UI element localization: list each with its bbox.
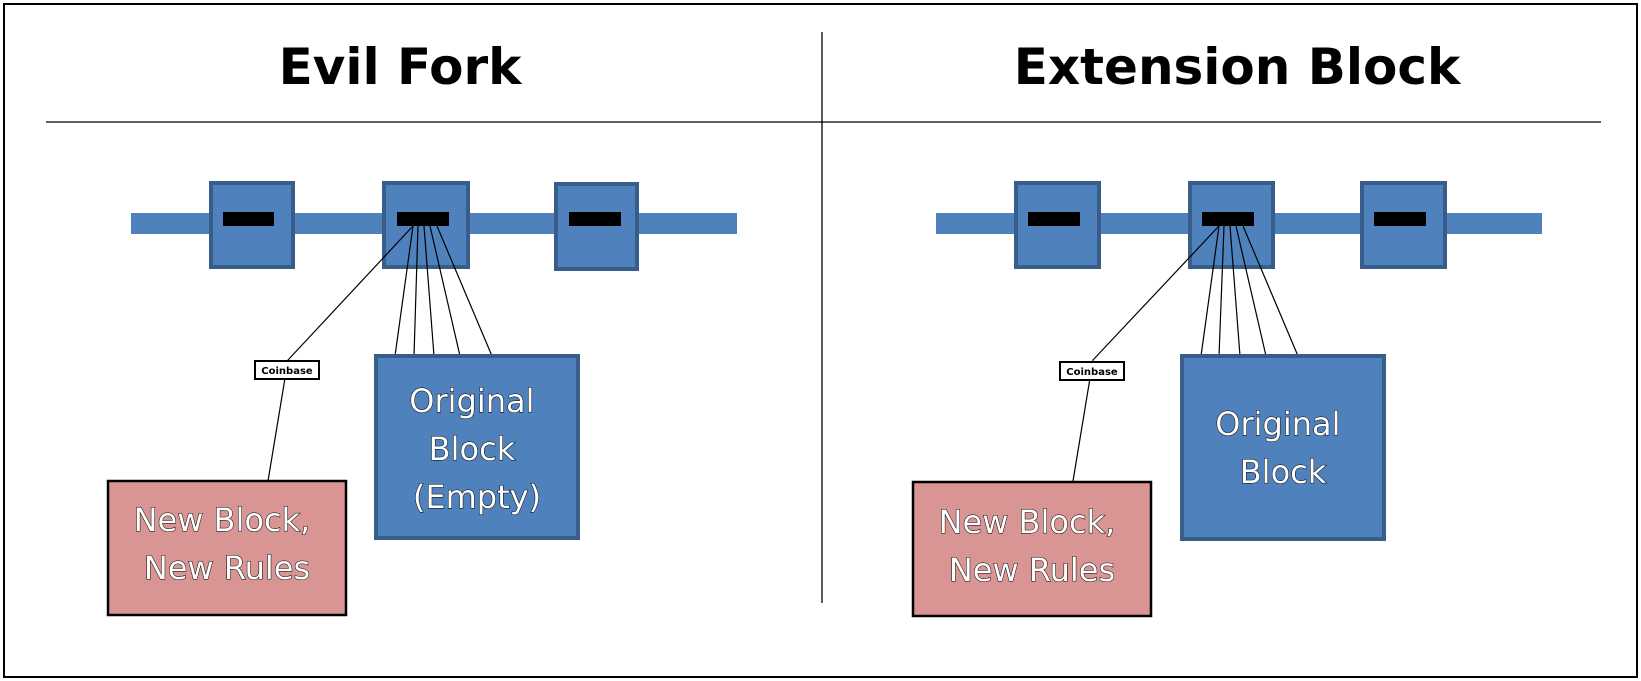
new-block <box>911 480 1153 618</box>
coinbase-label: Coinbase <box>261 366 313 377</box>
panel-evil-fork: Evil Fork Coinbase Original Block (Empty… <box>106 38 737 617</box>
new-block-text: New Block, New Rules <box>939 503 1126 589</box>
block-header-3 <box>569 212 621 226</box>
panel-title: Evil Fork <box>279 38 524 96</box>
block-header-1 <box>223 212 274 226</box>
new-block-text: New Block, New Rules <box>134 501 321 587</box>
block-header-1 <box>1028 212 1080 226</box>
panel-extension-block: Extension Block Coinbase Original Block … <box>911 38 1542 618</box>
original-block <box>374 354 580 540</box>
block-header-3 <box>1374 212 1426 226</box>
tx-link-lines <box>394 225 493 357</box>
coinbase-label-box <box>254 360 320 380</box>
coinbase-label-box <box>1059 361 1125 381</box>
coinbase-link-line <box>1072 225 1220 482</box>
original-block-text: Original Block (Empty) <box>409 382 544 516</box>
block-header-2 <box>1202 212 1254 226</box>
tx-link-lines <box>1200 225 1299 357</box>
original-block-text: Original Block <box>1215 405 1350 491</box>
block-header-2 <box>397 212 449 226</box>
new-block <box>106 479 348 617</box>
original-block <box>1180 354 1386 541</box>
chain-block-3 <box>554 182 639 271</box>
panel-title: Extension Block <box>1014 38 1462 96</box>
coinbase-label: Coinbase <box>1066 367 1118 378</box>
